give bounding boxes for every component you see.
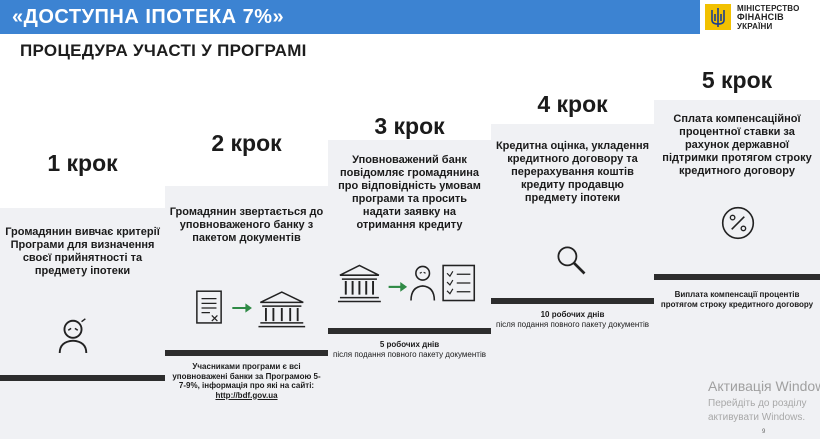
step-1-background [0,208,165,439]
step-5-text: Сплата компенсаційної процентної ставки … [662,113,812,177]
step-5-note: Виплата компенсації процентів протягом с… [658,290,816,309]
step-2-bar [165,350,328,356]
percent-icon [721,206,755,240]
step-4-note-days: 10 робочих днів [540,310,605,319]
step-5-note-text: Виплата компенсації процентів протягом с… [660,290,814,309]
step-3-note-text: після подання повного пакету документів [333,349,486,359]
person-thinking-icon [58,318,88,354]
step-2-note-text: Учасниками програми є всі уповноважені б… [172,362,321,390]
step-4-text: Кредитна оцінка, укладення кредитного до… [495,140,650,204]
page-subtitle: ПРОЦЕДУРА УЧАСТІ У ПРОГРАМІ [20,41,307,60]
step-5-column: 5 крок Сплата компенсаційної процентної … [654,0,820,439]
logo-line-1: МІНІСТЕРСТВО [737,3,800,13]
step-1-bar [0,375,165,381]
logo-line-3: УКРАЇНИ [737,21,773,31]
step-5-background [654,100,820,439]
step-4-note: 10 робочих днів після подання повного па… [495,310,650,329]
step-1-text: Громадянин вивчає критерії Програми для … [5,226,160,277]
step-2-column: 2 крок Громадянин звертається до уповнов… [165,0,328,439]
windows-activation-title: Активація Windows [708,378,820,394]
step-3-column: 3 крок Уповноважений банк повідомляє гро… [328,0,491,439]
bank-to-person-checklist-icon [338,264,476,303]
step-1-label: 1 крок [47,150,118,176]
ministry-logo: МІНІСТЕРСТВО ФІНАНСІВ УКРАЇНИ [705,0,820,34]
logo-text: МІНІСТЕРСТВО ФІНАНСІВ УКРАЇНИ [737,4,800,31]
step-3-note: 5 робочих днів після подання повного пак… [332,340,487,359]
windows-activation-line-3: активувати Windows. [708,412,806,423]
header-title: «ДОСТУПНА ІПОТЕКА 7%» [12,5,285,28]
step-1-column: 1 крок Громадянин вивчає критерії Програ… [0,0,165,439]
step-5-label: 5 крок [701,67,773,93]
step-4-column: 4 крок Кредитна оцінка, укладення кредит… [491,0,654,439]
step-4-label: 4 крок [537,91,608,117]
page-number: 9 [762,429,766,435]
document-to-bank-icon [196,290,306,328]
step-4-background [491,124,654,439]
step-2-note: Учасниками програми є всі уповноважені б… [169,362,324,400]
step-2-background [165,186,328,439]
step-3-label: 3 крок [374,113,445,139]
step-4-bar [491,298,654,304]
windows-activation-line-2: Перейдіть до розділу [708,398,807,409]
step-3-note-days: 5 робочих днів [379,340,440,349]
step-3-background [328,140,491,439]
step-5-bar [654,274,820,280]
logo-line-2: ФІНАНСІВ [737,11,784,22]
step-4-note-text: після подання повного пакету документів [496,319,649,329]
participants-link[interactable]: http://bdf.gov.ua [215,390,278,400]
step-3-text: Уповноважений банк повідомляє громадянин… [338,154,481,231]
step-2-label: 2 крок [211,130,282,156]
magnifier-icon [557,246,586,275]
header-bar: «ДОСТУПНА ІПОТЕКА 7%» [0,0,700,34]
step-3-bar [328,328,491,334]
trident-emblem-icon [705,4,731,30]
step-2-text: Громадянин звертається до уповноваженого… [169,206,324,244]
